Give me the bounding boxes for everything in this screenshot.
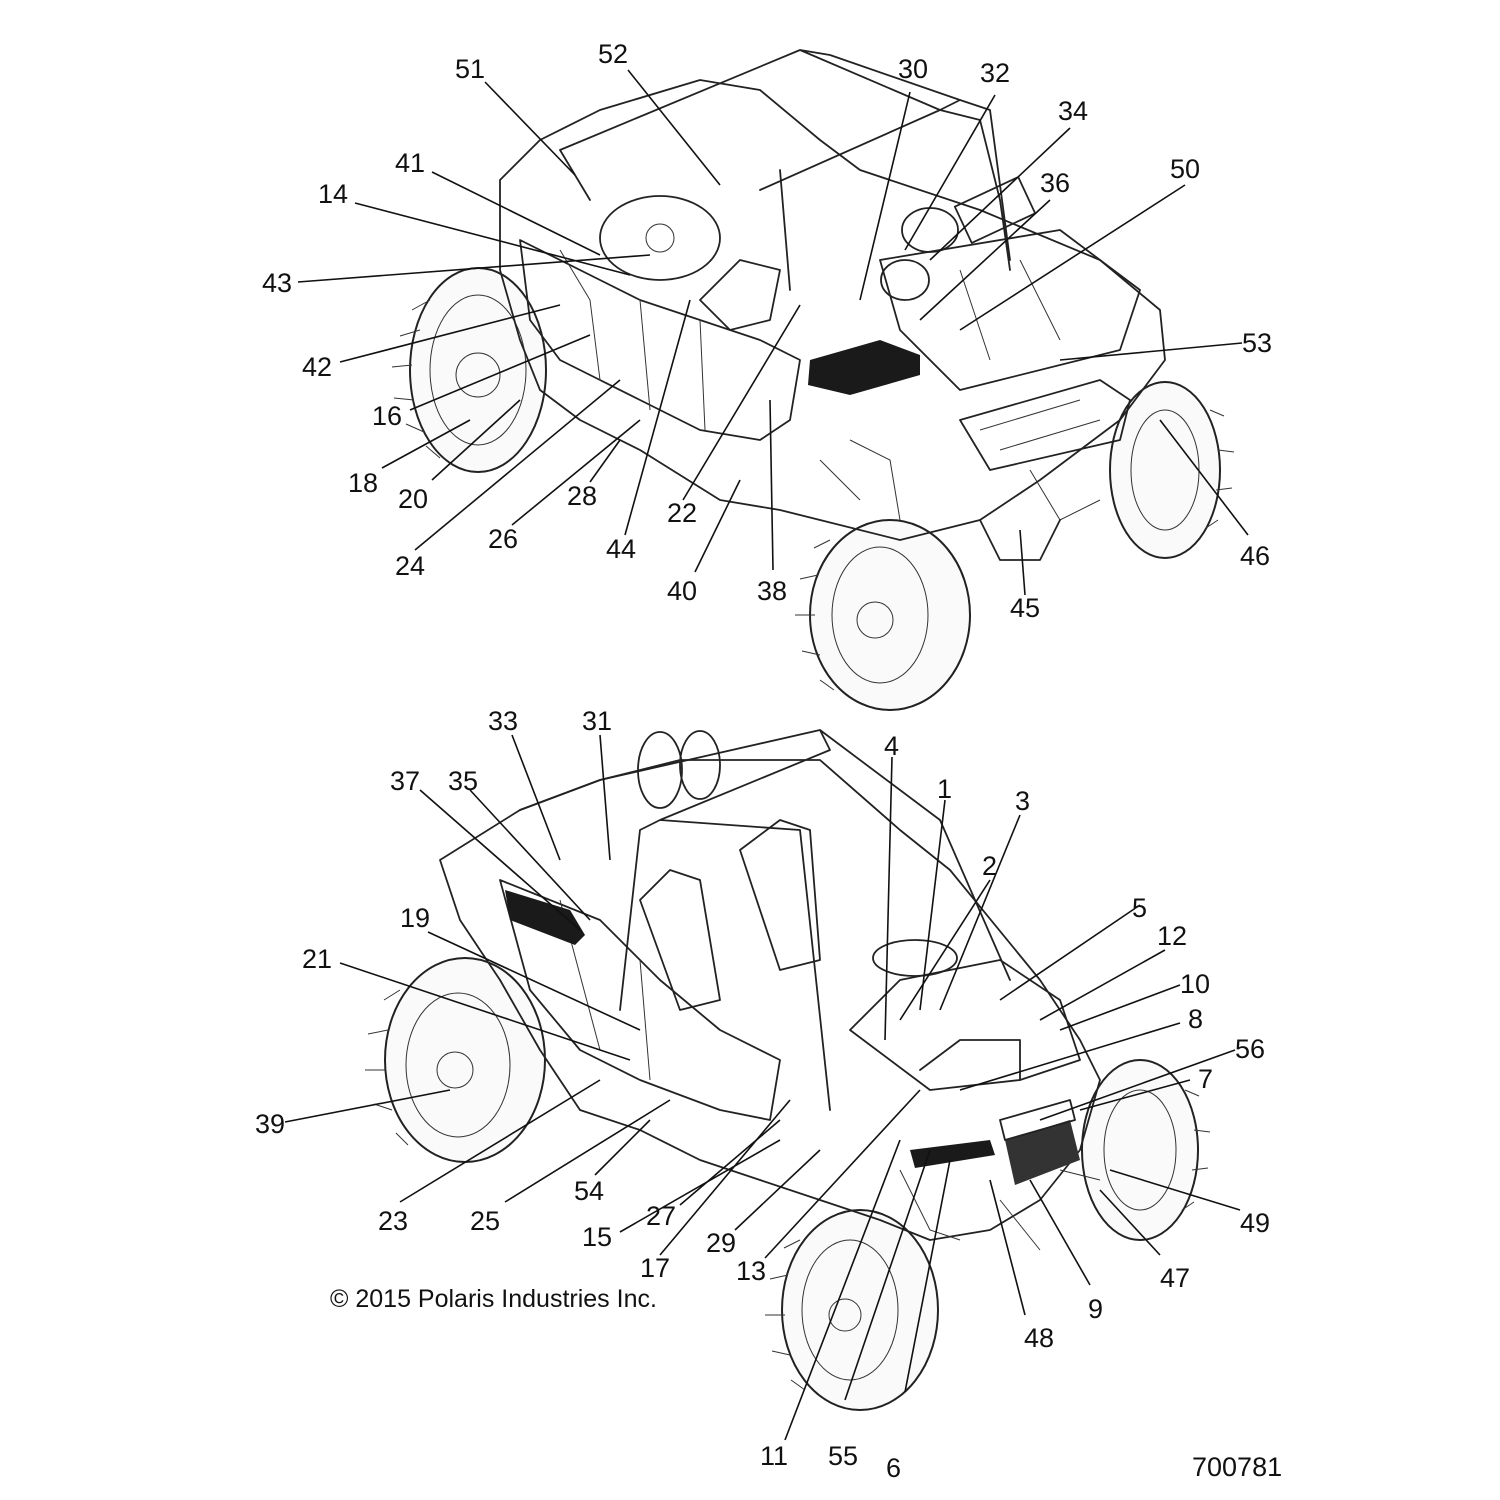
callout-31: 31: [582, 706, 612, 736]
callout-32: 32: [980, 58, 1010, 88]
callout-10: 10: [1180, 969, 1210, 999]
callout-6: 6: [886, 1453, 901, 1483]
callout-9: 9: [1088, 1294, 1103, 1324]
hood: [849, 959, 1081, 1091]
body-outline: [499, 79, 1166, 541]
callout-19: 19: [400, 903, 430, 933]
callout-35: 35: [448, 766, 478, 796]
leader-lines: [284, 69, 1249, 1441]
callout-labels: 51 52 30 32 34 36 50 41 14 43 42 16 18 2…: [255, 39, 1272, 1483]
callout-3: 3: [1015, 786, 1030, 816]
vehicle-front-view: [365, 729, 1211, 1411]
callout-26: 26: [488, 524, 518, 554]
callout-53: 53: [1242, 328, 1272, 358]
rear-left-tire: [391, 267, 547, 473]
roll-cage: [559, 49, 1011, 291]
callout-45: 45: [1010, 593, 1040, 623]
callout-4: 4: [884, 731, 899, 761]
callout-27: 27: [646, 1201, 676, 1231]
callout-28: 28: [567, 481, 597, 511]
callout-55: 55: [828, 1441, 858, 1471]
callout-24: 24: [395, 551, 425, 581]
callout-16: 16: [372, 401, 402, 431]
callout-51: 51: [455, 54, 485, 84]
callout-50: 50: [1170, 154, 1200, 184]
body-outline-2: [439, 759, 1101, 1241]
callout-46: 46: [1240, 541, 1270, 571]
callout-14: 14: [318, 179, 348, 209]
callout-20: 20: [398, 484, 428, 514]
callout-7: 7: [1198, 1064, 1213, 1094]
callout-47: 47: [1160, 1263, 1190, 1293]
callout-49: 49: [1240, 1208, 1270, 1238]
callout-34: 34: [1058, 96, 1088, 126]
callout-25: 25: [470, 1206, 500, 1236]
callout-12: 12: [1157, 921, 1187, 951]
seat: [699, 259, 781, 331]
callout-48: 48: [1024, 1323, 1054, 1353]
front-grille: [1005, 1120, 1080, 1185]
callout-2: 2: [982, 851, 997, 881]
callout-30: 30: [898, 54, 928, 84]
callout-37: 37: [390, 766, 420, 796]
callout-11: 11: [760, 1441, 788, 1471]
callout-52: 52: [598, 39, 628, 69]
callout-17: 17: [640, 1253, 670, 1283]
callout-23: 23: [378, 1206, 408, 1236]
callout-40: 40: [667, 576, 697, 606]
callout-44: 44: [606, 534, 636, 564]
callout-33: 33: [488, 706, 518, 736]
seat-2: [639, 869, 721, 1011]
rear-left-tire-2: [365, 957, 546, 1163]
side-vent-2: [505, 890, 585, 945]
callout-54: 54: [574, 1176, 604, 1206]
callout-56: 56: [1235, 1034, 1265, 1064]
callout-15: 15: [582, 1222, 612, 1252]
front-right-tire: [795, 519, 971, 711]
front-left-tire: [765, 1209, 939, 1411]
callout-1: 1: [937, 774, 952, 804]
callout-13: 13: [736, 1256, 766, 1286]
callout-41: 41: [395, 148, 425, 178]
callout-18: 18: [348, 468, 378, 498]
callout-5: 5: [1132, 893, 1147, 923]
callout-38: 38: [757, 576, 787, 606]
callout-29: 29: [706, 1228, 736, 1258]
callout-42: 42: [302, 352, 332, 382]
callout-8: 8: [1188, 1004, 1203, 1034]
cargo-bed: [879, 229, 1141, 391]
callout-36: 36: [1040, 168, 1070, 198]
callout-39: 39: [255, 1109, 285, 1139]
callout-21: 21: [302, 944, 332, 974]
steering-wheel-2: [872, 939, 958, 977]
callout-22: 22: [667, 498, 697, 528]
steering-wheel: [599, 195, 721, 281]
copyright-notice: © 2015 Polaris Industries Inc.: [330, 1285, 657, 1313]
callout-43: 43: [262, 268, 292, 298]
front-right-tire-2: [1081, 1059, 1211, 1241]
side-vent: [808, 340, 920, 395]
roll-cage-2: [519, 729, 1011, 1111]
drawing-number: 700781: [1192, 1452, 1283, 1482]
side-tire-right: [1109, 381, 1235, 559]
vehicle-rear-view: [391, 49, 1235, 711]
